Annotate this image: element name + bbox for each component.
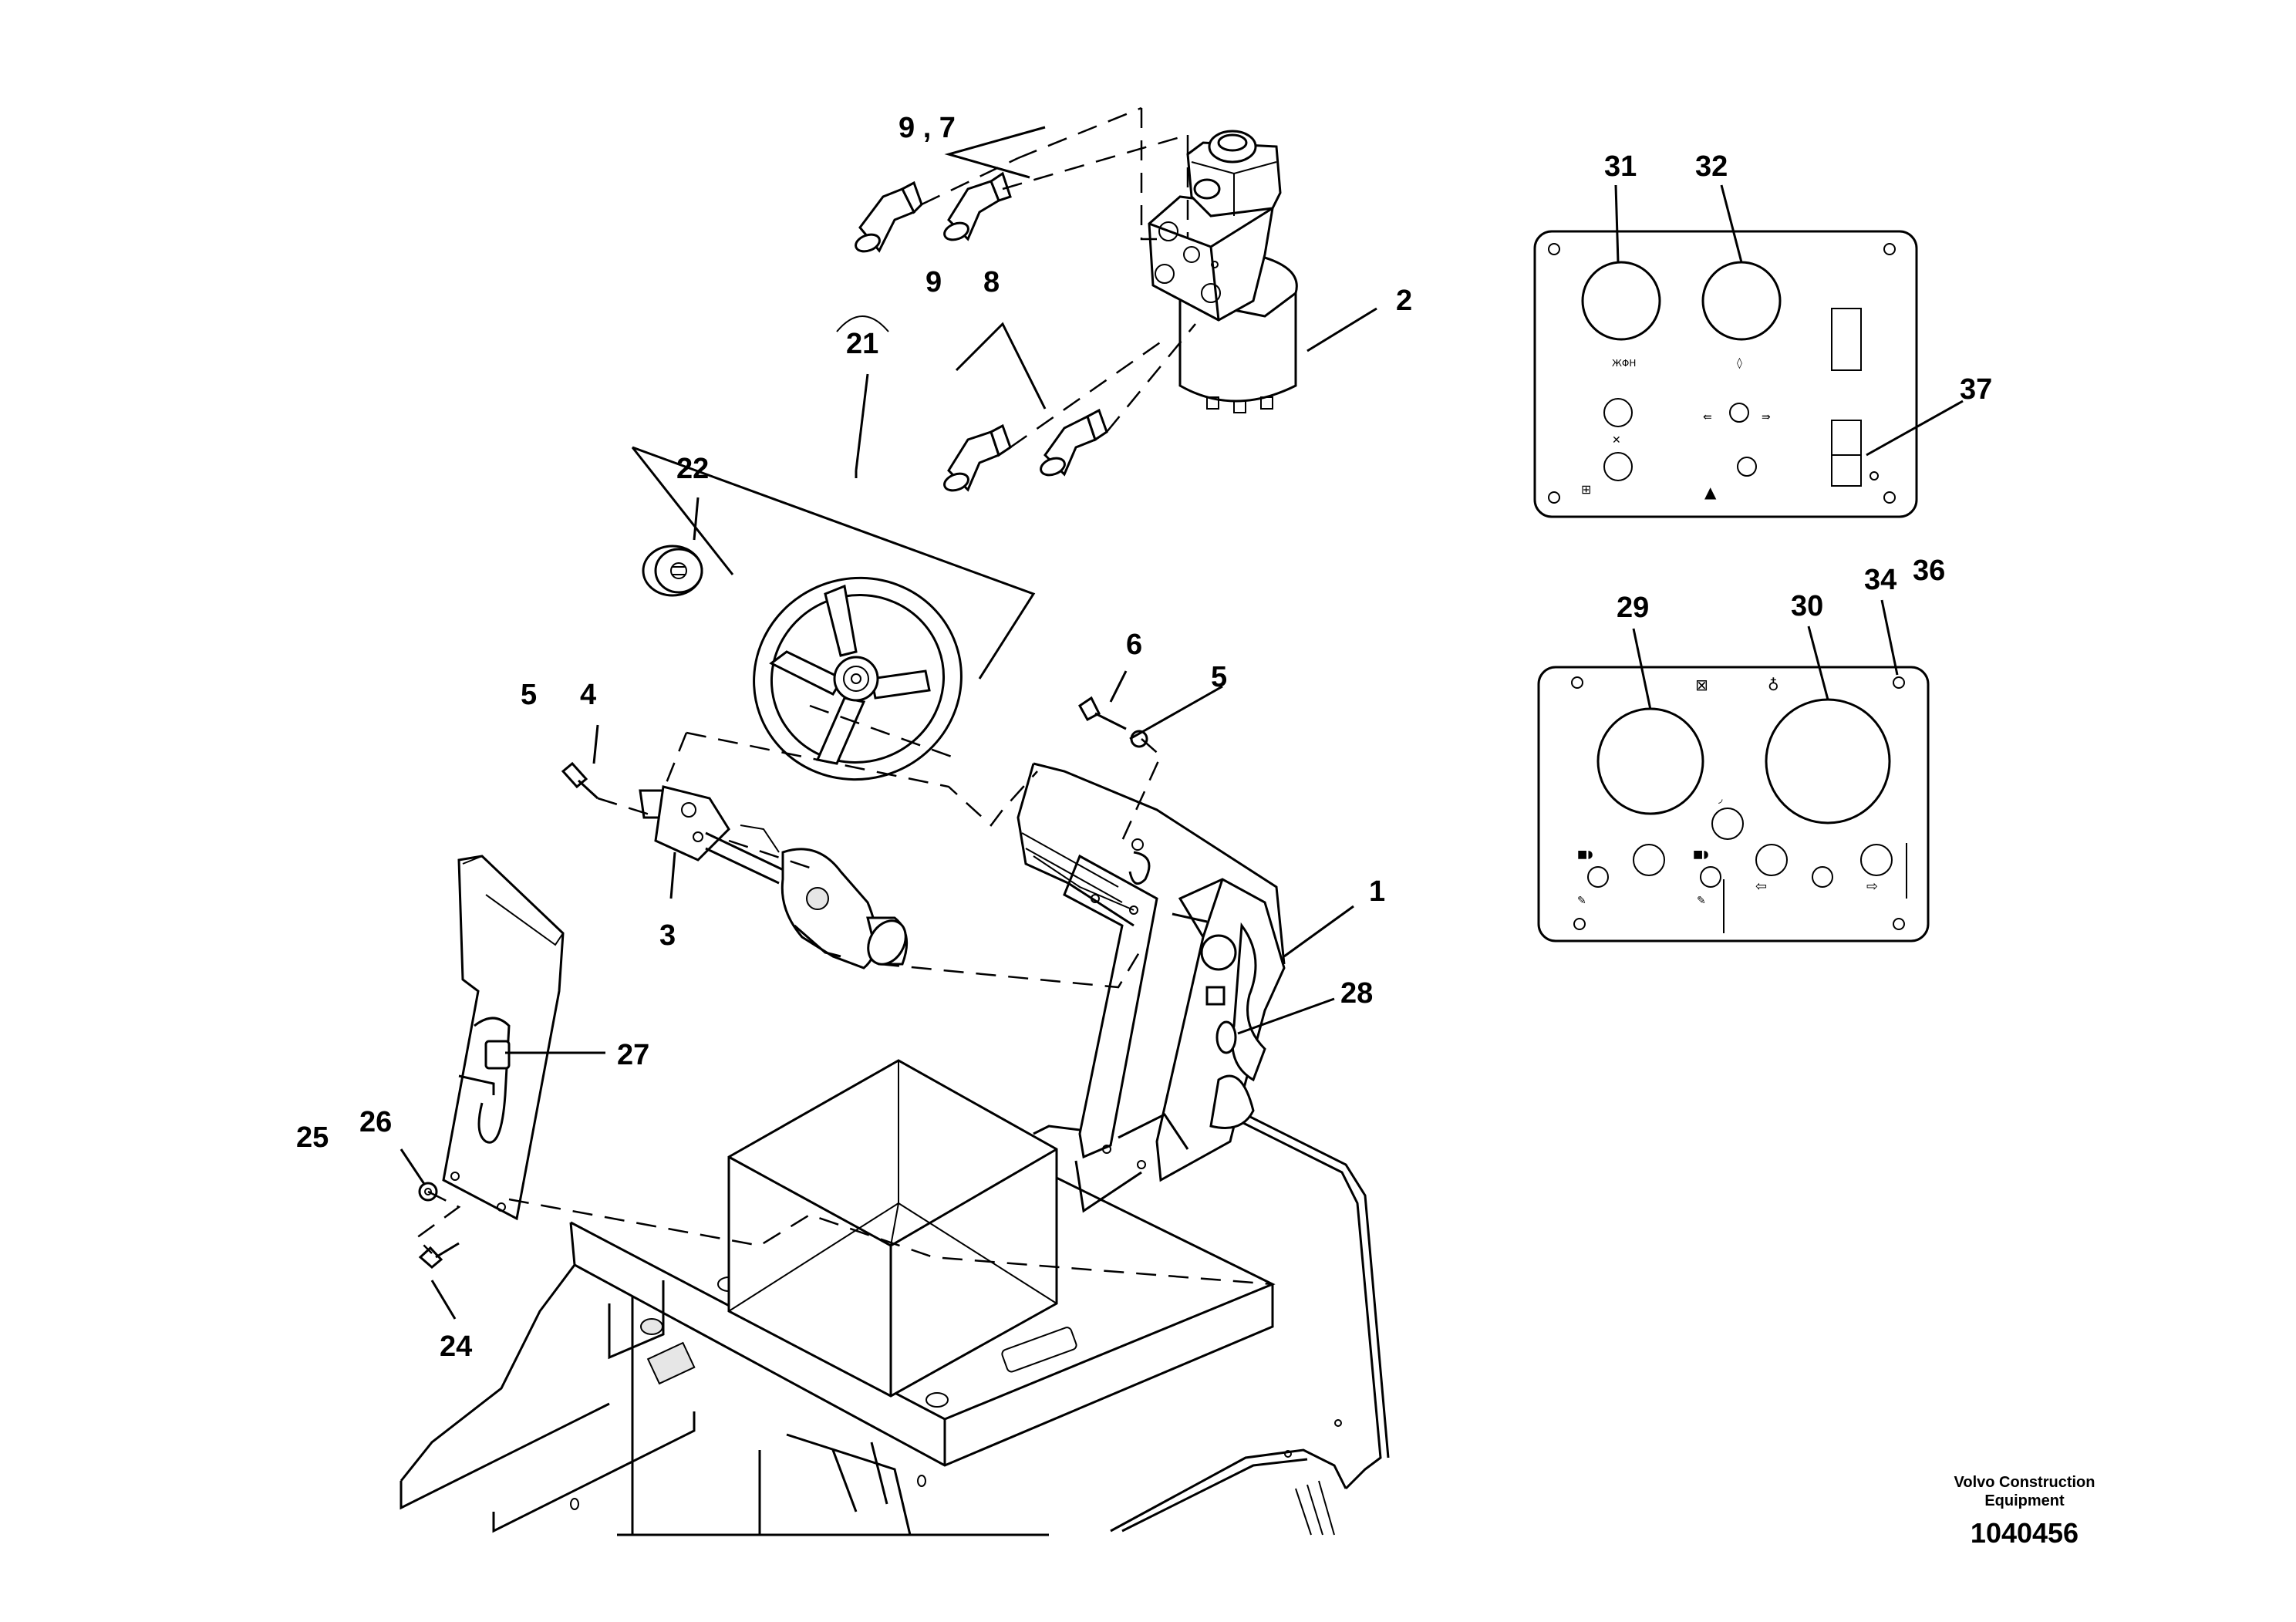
instrument-panel-upper: ЖΦН ◊ ✕ ⊞ ⇚ ⇛ ▲ — [1533, 230, 1918, 518]
steering-column — [639, 785, 909, 969]
svg-text:♁: ♁ — [1768, 676, 1779, 694]
elbow-fittings — [855, 171, 1108, 492]
callout-32: 32 — [1695, 150, 1728, 183]
callout-28: 28 — [1340, 977, 1373, 1010]
steering-console — [1017, 762, 1286, 1213]
callout-labels: 9 , 7 9 8 2 21 22 6 5 5 4 3 1 27 28 25 2… — [296, 112, 1992, 1363]
callout-4: 4 — [580, 679, 596, 711]
callout-21-arc — [836, 315, 889, 332]
svg-text:■◗: ■◗ — [1693, 848, 1709, 861]
svg-text:✕: ✕ — [1612, 434, 1621, 447]
svg-text:⇛: ⇛ — [1762, 411, 1771, 423]
callout-25: 25 — [296, 1121, 329, 1154]
callout-9: 9 — [925, 266, 942, 298]
svg-text:◊: ◊ — [1737, 357, 1742, 369]
svg-text:⇦: ⇦ — [1755, 878, 1767, 895]
side-bracket — [442, 855, 565, 1221]
callout-9-7: 9 , 7 — [899, 112, 956, 144]
floor-platform — [400, 1105, 1390, 1536]
callout-31: 31 — [1604, 150, 1637, 183]
callout-1: 1 — [1369, 875, 1385, 908]
brand-line-1: Volvo Construction — [1954, 1474, 2095, 1491]
callout-24: 24 — [440, 1330, 472, 1363]
callout-22: 22 — [676, 453, 709, 485]
callout-36: 36 — [1913, 555, 1945, 587]
callout-29: 29 — [1617, 592, 1649, 624]
steering-valve-unit — [1148, 130, 1298, 413]
callout-2: 2 — [1396, 285, 1412, 317]
svg-text:◞: ◞ — [1718, 793, 1723, 805]
footer-block: Volvo Construction Equipment 1040456 — [1954, 1474, 2095, 1549]
callout-21: 21 — [846, 328, 878, 360]
callout-30: 30 — [1791, 590, 1823, 622]
callout-37: 37 — [1960, 373, 1992, 406]
svg-text:⇚: ⇚ — [1703, 411, 1712, 423]
svg-text:▲: ▲ — [1704, 483, 1717, 501]
steering-wheel — [753, 576, 963, 781]
gauge-30 — [1765, 698, 1891, 824]
gauge-31 — [1581, 261, 1661, 341]
svg-text:ЖΦН: ЖΦН — [1612, 358, 1636, 369]
callout-34: 34 — [1864, 564, 1896, 596]
svg-text:⊠: ⊠ — [1695, 676, 1708, 694]
gauge-29 — [1596, 707, 1704, 815]
callout-5-right: 5 — [1211, 661, 1227, 693]
gauge-32 — [1701, 261, 1782, 341]
callout-8: 8 — [983, 266, 1000, 298]
instrument-panel-lower: ⊠ ♁ ◞ ■◗ ■◗ ✎ ✎ ⇦ ⇨ — [1537, 666, 1930, 943]
callout-26: 26 — [359, 1106, 392, 1138]
svg-text:✎: ✎ — [1577, 895, 1586, 907]
assembly-lines — [400, 106, 1377, 1320]
callout-3: 3 — [659, 919, 676, 952]
callout-6: 6 — [1126, 629, 1142, 661]
svg-text:■◗: ■◗ — [1577, 848, 1593, 861]
switch-37 — [1831, 420, 1862, 487]
indicator-slot — [1831, 308, 1862, 371]
storage-box — [727, 1059, 1058, 1398]
svg-text:⊞: ⊞ — [1581, 482, 1591, 497]
brand-line-2: Equipment — [1984, 1492, 2065, 1509]
callout-5-left: 5 — [521, 679, 537, 711]
callout-27: 27 — [617, 1039, 649, 1071]
svg-text:⇨: ⇨ — [1866, 878, 1878, 895]
horn-cap — [642, 545, 703, 597]
svg-text:✎: ✎ — [1697, 895, 1706, 907]
drawing-number: 1040456 — [1971, 1517, 2079, 1549]
